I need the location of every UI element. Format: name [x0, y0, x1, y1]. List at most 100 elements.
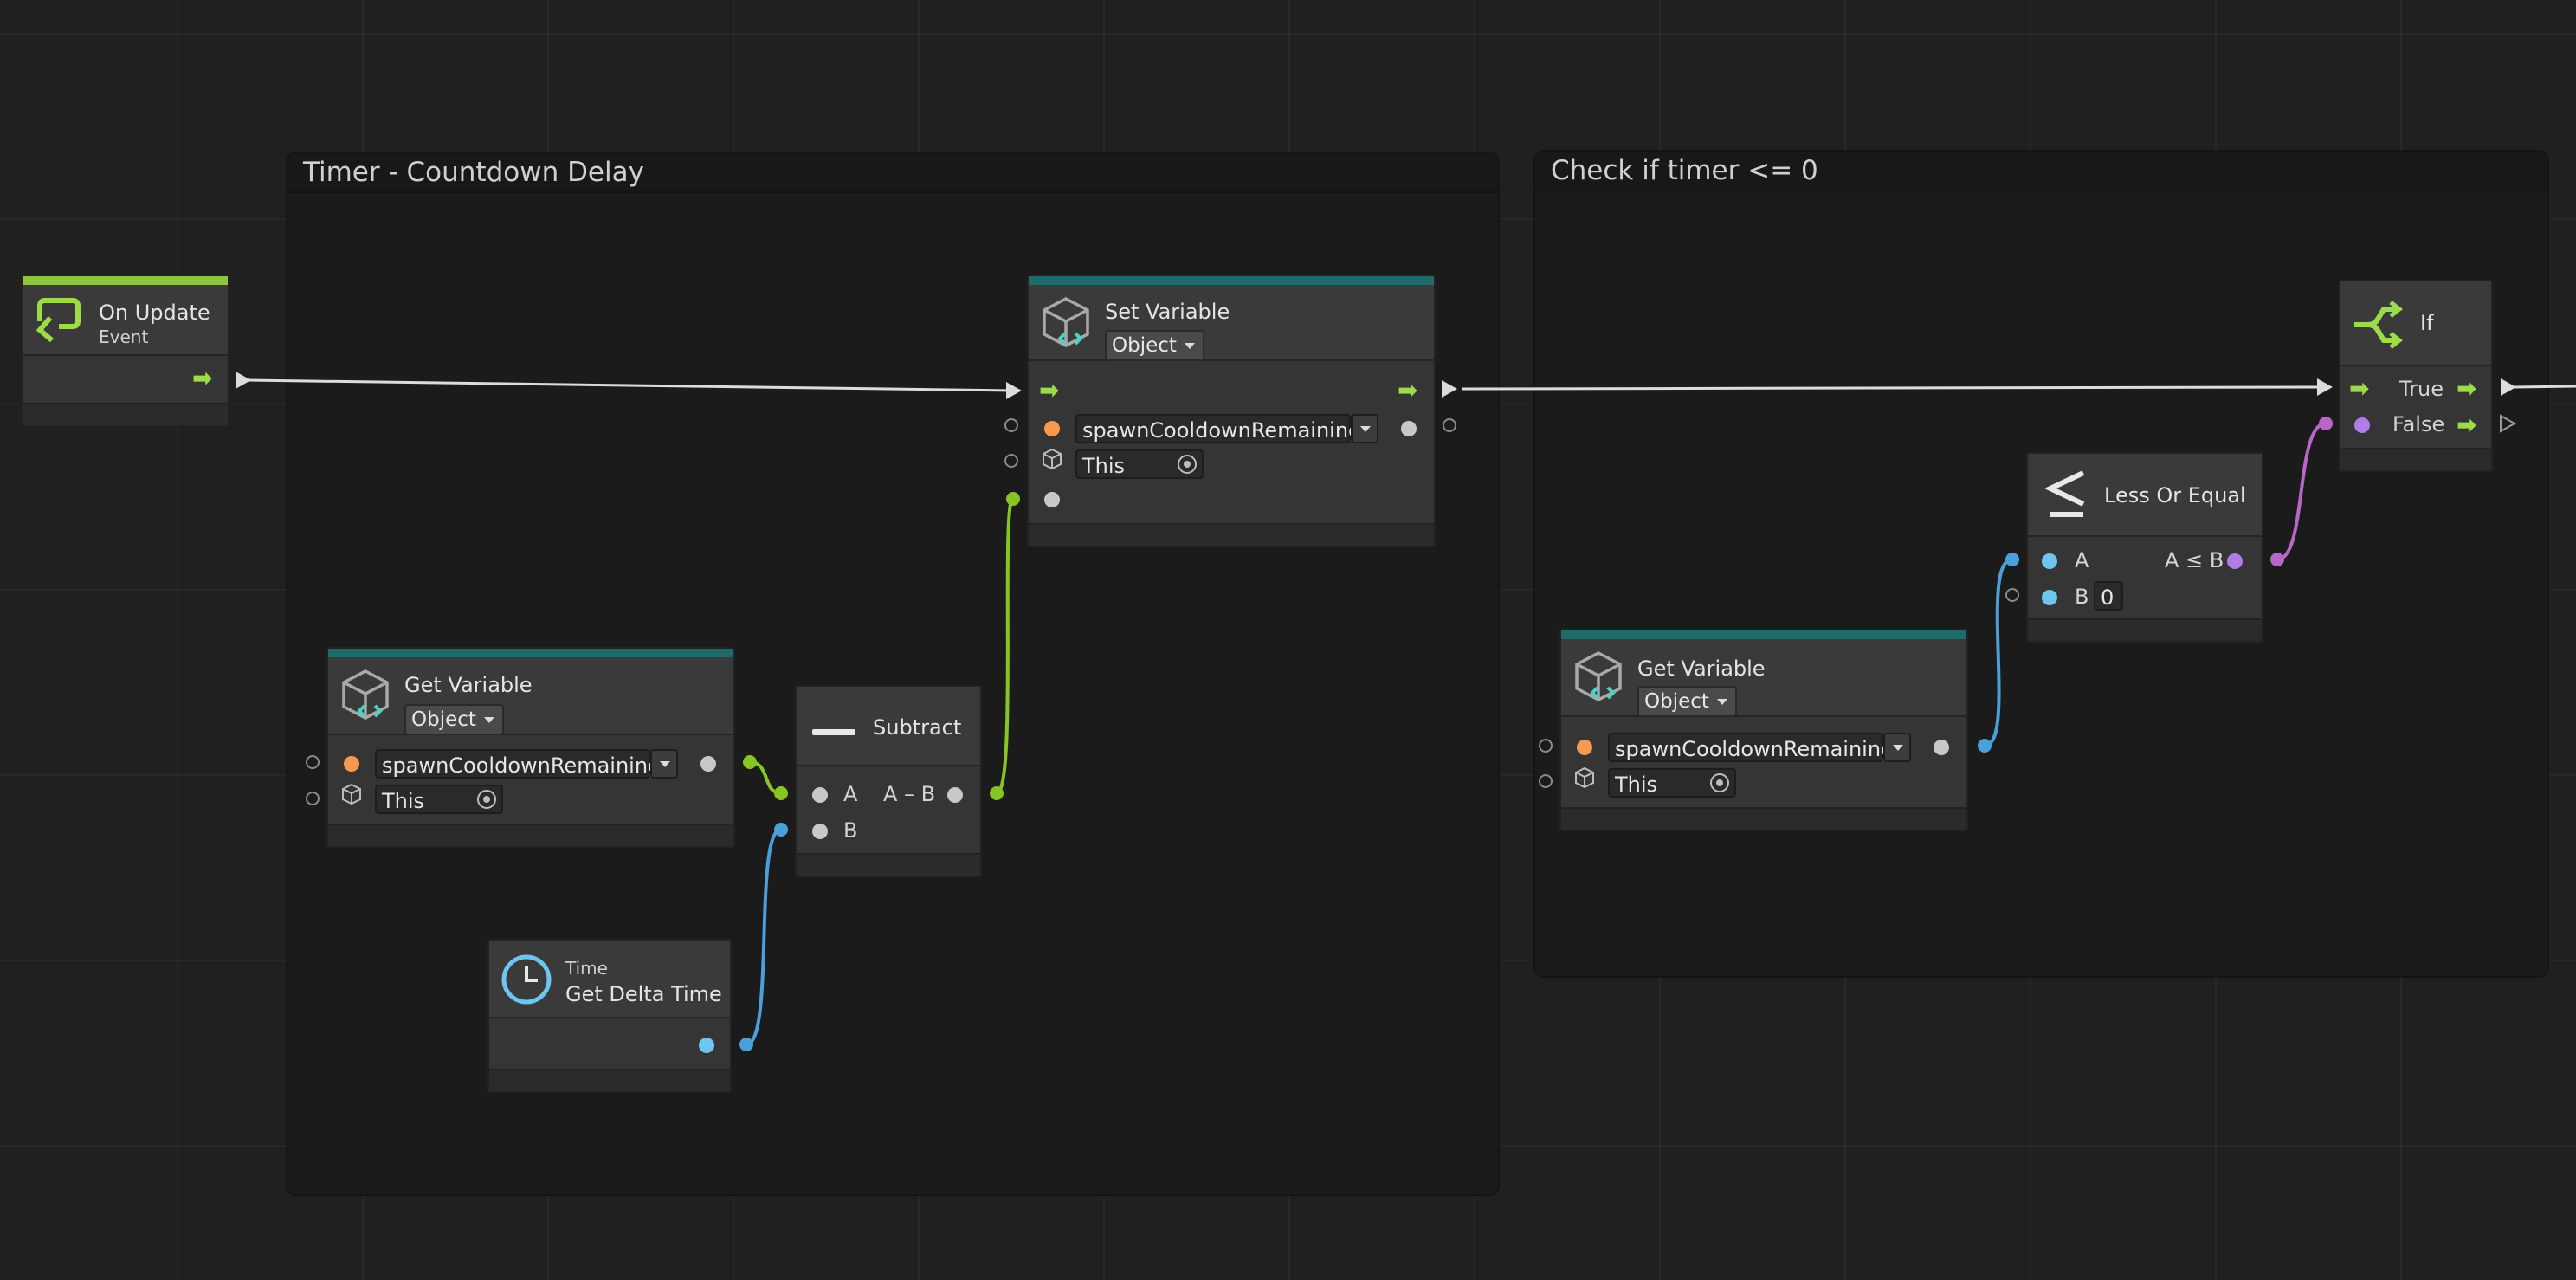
external-port[interactable] — [1004, 454, 1018, 468]
node-subtitle: Event — [99, 326, 149, 347]
target-picker-icon[interactable] — [477, 790, 496, 809]
less-or-equal-node[interactable]: Less Or Equal A A ≤ B B 0 — [2026, 452, 2263, 643]
external-port[interactable] — [306, 755, 320, 769]
flow-arrowhead — [236, 372, 251, 389]
node-title: Set Variable — [1105, 300, 1230, 324]
node-header: Time Get Delta Time — [489, 941, 730, 1018]
on-update-node[interactable]: On Update Event ➡ — [21, 275, 229, 427]
node-title: If — [2420, 311, 2434, 335]
variable-name-dropdown[interactable] — [650, 749, 678, 779]
minus-icon — [812, 723, 855, 740]
node-footer — [1561, 807, 1966, 830]
node-title: Get Delta Time — [565, 982, 722, 1006]
node-footer — [797, 853, 980, 876]
node-color-bar — [23, 276, 228, 285]
branch-icon — [2351, 299, 2405, 354]
scope-dropdown[interactable]: Object — [1105, 330, 1204, 361]
variable-name-field[interactable]: spawnCooldownRemaining — [1608, 733, 1894, 762]
get-variable-node-2[interactable]: Get Variable Object spawnCooldownRemaini… — [1559, 629, 1968, 831]
input-b-port[interactable] — [812, 824, 828, 839]
variable-cube-icon — [1039, 295, 1093, 352]
external-port[interactable] — [306, 792, 320, 805]
group-title[interactable]: Check if timer <= 0 — [1535, 152, 2547, 191]
get-variable-node[interactable]: Get Variable Object spawnCooldownRemaini… — [326, 647, 735, 848]
input-a-label: A — [843, 782, 858, 806]
delta-time-output-port[interactable] — [699, 1038, 714, 1053]
node-title: On Update — [99, 301, 210, 325]
variable-name-field[interactable]: spawnCooldownRemaining — [375, 749, 661, 779]
output-port[interactable] — [2227, 553, 2243, 569]
variable-name-port[interactable] — [344, 756, 359, 772]
variable-name-port[interactable] — [1044, 421, 1060, 436]
get-delta-time-node[interactable]: Time Get Delta Time — [487, 939, 732, 1093]
node-footer — [23, 403, 228, 425]
external-port[interactable] — [1004, 418, 1018, 432]
scope-dropdown[interactable]: Object — [404, 704, 504, 735]
node-header: Get Variable Object — [328, 657, 733, 735]
true-label: True — [2399, 377, 2444, 401]
subtract-node[interactable]: Subtract A A – B B — [795, 685, 982, 877]
node-header: Less Or Equal — [2028, 454, 2262, 537]
node-header: Subtract — [797, 687, 980, 766]
output-label: A – B — [883, 782, 936, 806]
input-a-label: A — [2075, 548, 2089, 572]
node-title: Less Or Equal — [2104, 483, 2246, 507]
node-title: Get Variable — [1637, 656, 1766, 681]
node-footer — [2340, 448, 2491, 470]
variable-name-dropdown[interactable] — [1883, 733, 1911, 762]
node-title: Subtract — [873, 715, 962, 740]
variable-cube-icon — [1572, 650, 1625, 707]
variable-cube-icon — [339, 668, 392, 725]
value-output-port[interactable] — [700, 756, 716, 772]
target-picker-icon[interactable] — [1178, 455, 1197, 474]
variable-name-dropdown[interactable] — [1351, 414, 1378, 443]
false-label: False — [2392, 412, 2445, 436]
loop-arrow-icon — [33, 295, 85, 349]
clock-icon — [500, 953, 553, 1010]
node-footer — [489, 1069, 730, 1091]
external-port[interactable] — [1539, 739, 1553, 753]
flow-input-port[interactable]: ➡ — [1039, 376, 1060, 404]
external-port[interactable] — [2005, 588, 2019, 602]
node-color-bar — [1561, 630, 1966, 639]
cube-icon — [340, 783, 363, 809]
flow-output-port[interactable]: ➡ — [192, 364, 213, 392]
node-header: If — [2340, 281, 2491, 366]
flow-input-port[interactable]: ➡ — [2349, 374, 2370, 403]
target-picker-icon[interactable] — [1710, 773, 1729, 792]
output-port[interactable] — [947, 787, 963, 803]
variable-name-field[interactable]: spawnCooldownRemaining — [1075, 414, 1361, 443]
scope-dropdown[interactable]: Object — [1637, 686, 1737, 717]
external-port[interactable] — [1443, 418, 1456, 432]
input-b-port[interactable] — [2042, 590, 2057, 605]
node-title: Get Variable — [404, 673, 533, 697]
set-variable-node[interactable]: Set Variable Object ➡ ➡ spawnCooldownRem… — [1027, 275, 1436, 547]
value-output-port[interactable] — [1934, 740, 1949, 755]
value-output-port[interactable] — [1401, 421, 1417, 436]
input-b-label: B — [2075, 585, 2089, 609]
input-a-port[interactable] — [812, 787, 828, 803]
node-header: Set Variable Object — [1029, 285, 1434, 361]
target-field[interactable]: This — [1608, 768, 1736, 798]
output-label: A ≤ B — [2165, 548, 2224, 572]
input-a-port[interactable] — [2042, 553, 2057, 569]
false-flow-output-port[interactable]: ➡ — [2457, 411, 2477, 439]
flow-output-port[interactable]: ➡ — [1398, 376, 1418, 404]
input-b-label: B — [843, 818, 858, 843]
variable-name-port[interactable] — [1577, 740, 1592, 755]
external-port[interactable] — [1539, 774, 1553, 788]
condition-input-port[interactable] — [2354, 417, 2370, 433]
less-equal-icon — [2043, 468, 2087, 525]
true-flow-output-port[interactable]: ➡ — [2457, 374, 2477, 403]
input-b-value-field[interactable]: 0 — [2094, 581, 2123, 611]
node-color-bar — [328, 649, 733, 657]
group-title[interactable]: Timer - Countdown Delay — [287, 153, 1498, 193]
if-node[interactable]: If ➡ True ➡ False ➡ — [2339, 280, 2493, 472]
value-input-port[interactable] — [1044, 492, 1060, 507]
node-footer — [2028, 618, 2262, 641]
node-header: Get Variable Object — [1561, 639, 1966, 717]
cube-icon — [1041, 448, 1063, 474]
node-footer — [1029, 523, 1434, 546]
node-header: On Update Event — [23, 285, 228, 356]
node-footer — [328, 824, 733, 846]
